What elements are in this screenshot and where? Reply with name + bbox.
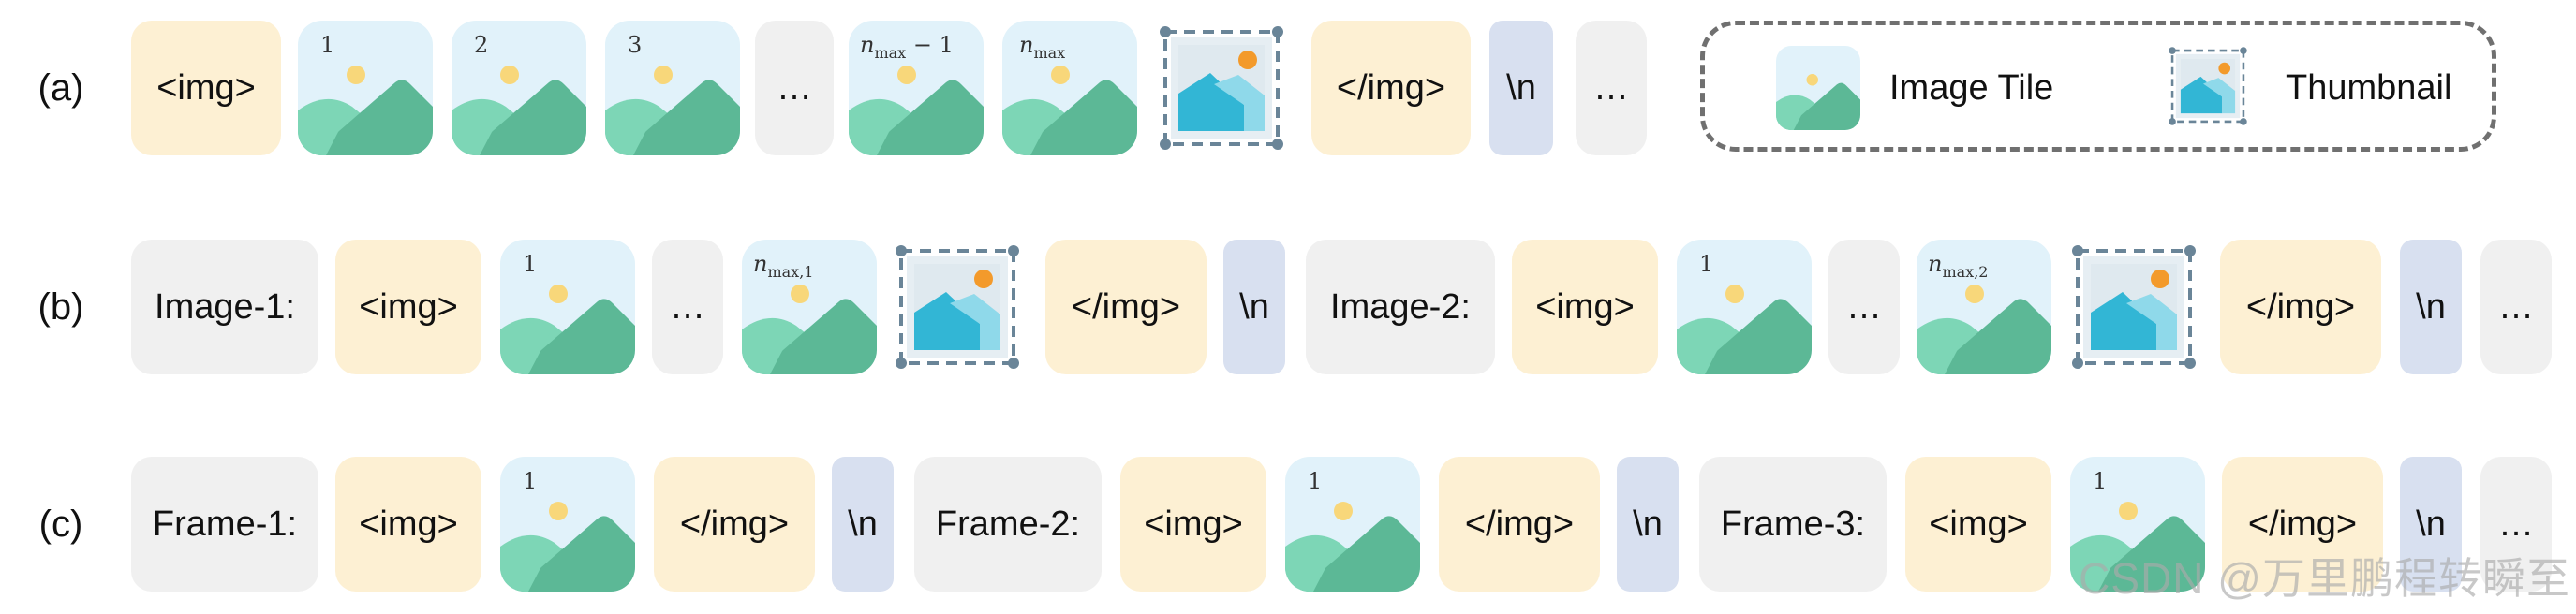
ellipsis-token: … xyxy=(2480,240,2552,374)
newline-token: \n xyxy=(2400,240,2462,374)
tile-index: 1 xyxy=(320,32,335,58)
image-tile: 1 xyxy=(1677,240,1812,374)
newline-token: \n xyxy=(832,457,894,592)
ellipsis-token: … xyxy=(1576,21,1647,155)
image-tile: 3 xyxy=(605,21,740,155)
img-open-token: <img> xyxy=(335,240,481,374)
img-close-token: </img> xyxy=(654,457,815,592)
img-open-token: <img> xyxy=(1120,457,1266,592)
tile-index: 1 xyxy=(1308,468,1323,494)
row-label: (b) xyxy=(37,286,84,328)
img-close-token: </img> xyxy=(1439,457,1600,592)
tile-index: 3 xyxy=(628,32,643,58)
thumbnail-icon xyxy=(2168,46,2248,126)
image-tile: nmax − 1 xyxy=(849,21,984,155)
tile-index: nmax,1 xyxy=(753,251,814,281)
watermark: CSDN @万里鹏程转瞬至 xyxy=(2079,554,2570,603)
row-c: (c) Frame-1: <img> 1 </img> \n Frame-2: … xyxy=(0,457,2576,592)
newline-token: \n xyxy=(1489,21,1553,155)
newline-token: \n xyxy=(2400,457,2462,592)
row-b: (b) Image-1: <img> 1 … nmax,1 </img> \n … xyxy=(0,240,2576,374)
thumbnail-icon xyxy=(1158,24,1285,152)
img-open-token: <img> xyxy=(1905,457,2051,592)
row-label: (c) xyxy=(38,504,83,545)
img-close-token: </img> xyxy=(2222,457,2383,592)
newline-token: \n xyxy=(1223,240,1285,374)
frame-label-token: Frame-2: xyxy=(914,457,1102,592)
image-tile: 1 xyxy=(1285,457,1420,592)
ellipsis-token: … xyxy=(755,21,834,155)
tile-index: 1 xyxy=(2093,468,2108,494)
img-close-token: </img> xyxy=(2220,240,2381,374)
tile-index: 1 xyxy=(1699,251,1714,277)
image-tile: 2 xyxy=(452,21,586,155)
img-close-token: </img> xyxy=(1045,240,1207,374)
legend-thumbnail-label: Thumbnail xyxy=(2286,68,2452,108)
image-tile: nmax,2 xyxy=(1917,240,2051,374)
tile-index: 1 xyxy=(523,251,538,277)
tile-index: 2 xyxy=(474,32,489,58)
thumbnail-icon xyxy=(2070,243,2198,371)
legend: Image Tile Thumbnail xyxy=(1700,21,2496,152)
frame-label-token: Frame-3: xyxy=(1699,457,1887,592)
frame-label-token: Frame-1: xyxy=(131,457,318,592)
tile-index: nmax xyxy=(1019,32,1066,62)
img-close-token: </img> xyxy=(1311,21,1471,155)
image-label-token: Image-2: xyxy=(1306,240,1495,374)
image-tile: 1 xyxy=(500,240,635,374)
thumbnail-icon xyxy=(894,243,1021,371)
ellipsis-token: … xyxy=(2480,457,2552,592)
image-tile: nmax,1 xyxy=(742,240,877,374)
image-tile-icon xyxy=(1776,46,1860,130)
image-tile: nmax xyxy=(1002,21,1137,155)
img-open-token: <img> xyxy=(335,457,481,592)
img-open-token: <img> xyxy=(131,21,281,155)
legend-image-tile-label: Image Tile xyxy=(1889,68,2054,108)
tile-index: nmax − 1 xyxy=(860,32,954,62)
image-tile: 1 xyxy=(500,457,635,592)
image-tile: 1 xyxy=(298,21,433,155)
image-label-token: Image-1: xyxy=(131,240,318,374)
image-tile: 1 xyxy=(2070,457,2205,592)
row-label: (a) xyxy=(37,67,84,109)
row-a: (a) <img> 1 2 3 … nmax − 1 nmax </img> \… xyxy=(0,21,2576,155)
tile-index: 1 xyxy=(523,468,538,494)
ellipsis-token: … xyxy=(652,240,723,374)
newline-token: \n xyxy=(1617,457,1679,592)
img-open-token: <img> xyxy=(1512,240,1658,374)
ellipsis-token: … xyxy=(1828,240,1900,374)
tile-index: nmax,2 xyxy=(1928,251,1989,281)
